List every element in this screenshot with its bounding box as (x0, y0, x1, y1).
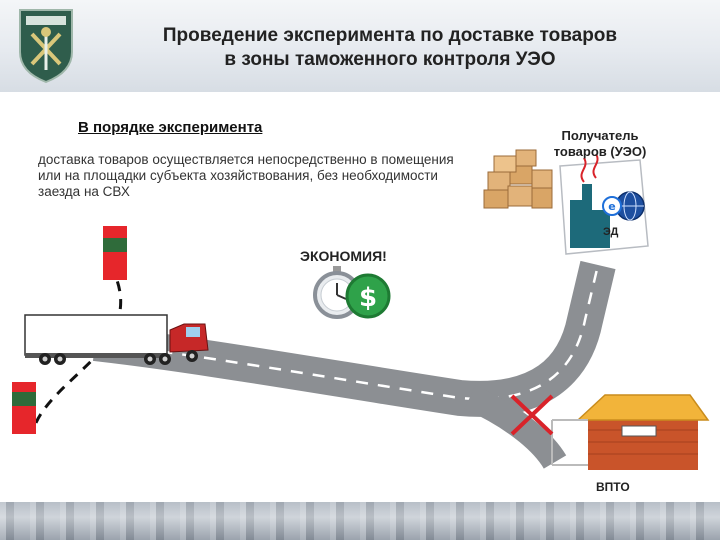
warehouse-label: ВПТО (596, 480, 630, 494)
svg-text:$: $ (359, 283, 377, 313)
customs-barrier-top (103, 226, 127, 280)
recipient-label: Получатель товаров (УЭО) (535, 128, 665, 160)
footer-pattern (0, 502, 720, 540)
economy-label: ЭКОНОМИЯ! (300, 248, 387, 264)
dollar-coin-icon: $ (347, 275, 389, 317)
footer-band (0, 502, 720, 540)
svg-text:e: e (608, 200, 615, 213)
customs-barrier-bottom (12, 382, 36, 434)
recipient-label-line-2: товаров (УЭО) (535, 144, 665, 160)
warehouse-icon (552, 395, 708, 470)
electronic-document-label: ЭД (603, 226, 618, 238)
recipient-label-line-1: Получатель (535, 128, 665, 144)
